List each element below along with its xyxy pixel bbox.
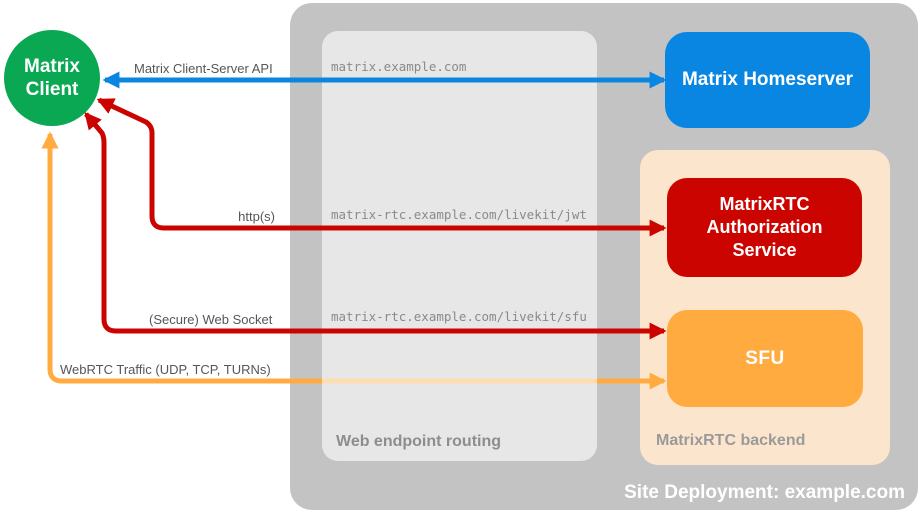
livekit-jwt-endpoint-text: matrix-rtc.example.com/livekit/jwt bbox=[331, 207, 587, 222]
matrix-client-label: Matrix Client bbox=[24, 55, 80, 100]
websocket-sfu-arrow bbox=[84, 112, 667, 340]
matrixrtc-auth-service-label: MatrixRTC Authorization Service bbox=[706, 193, 823, 261]
webrtc-traffic-label: WebRTC Traffic (UDP, TCP, TURNs) bbox=[60, 362, 271, 377]
sfu-node: SFU bbox=[667, 310, 863, 407]
https-label: http(s) bbox=[238, 209, 275, 224]
client-server-api-label: Matrix Client-Server API bbox=[134, 61, 273, 76]
livekit-sfu-endpoint-text: matrix-rtc.example.com/livekit/sfu bbox=[331, 309, 587, 324]
web-endpoint-routing-label: Web endpoint routing bbox=[336, 433, 502, 450]
matrix-homeserver-node: Matrix Homeserver bbox=[665, 32, 870, 128]
matrixrtc-auth-service-node: MatrixRTC Authorization Service bbox=[667, 178, 862, 277]
webrtc-traffic-arrow bbox=[41, 131, 667, 390]
websocket-label: (Secure) Web Socket bbox=[149, 312, 273, 327]
matrix-endpoint-text: matrix.example.com bbox=[331, 59, 467, 74]
matrix-homeserver-label: Matrix Homeserver bbox=[681, 69, 854, 90]
site-deployment-label: Site Deployment: example.com bbox=[624, 482, 905, 503]
sfu-label: SFU bbox=[745, 347, 785, 369]
matrixrtc-backend-label: MatrixRTC backend bbox=[656, 432, 806, 449]
matrix-client-node: Matrix Client bbox=[4, 30, 100, 126]
